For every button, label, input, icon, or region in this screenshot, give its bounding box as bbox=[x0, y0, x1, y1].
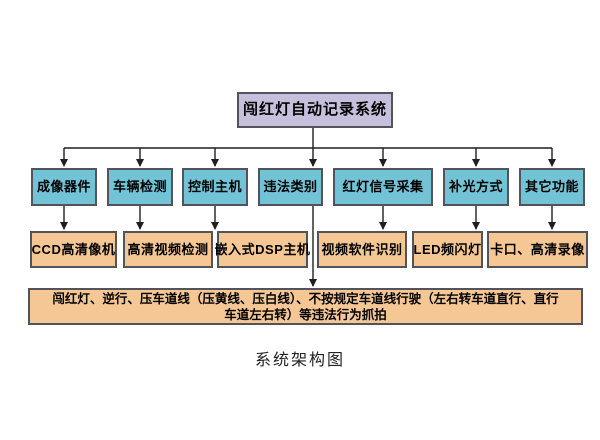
node-video-software-recognition: 视频软件识别 bbox=[317, 231, 407, 268]
node-imaging-component: 成像器件 bbox=[31, 168, 97, 206]
node-checkpoint-hd-recording: 卡口、高清录像 bbox=[487, 231, 588, 268]
node-violation-type: 违法类别 bbox=[258, 168, 323, 206]
summary-line-1: 闯红灯、逆行、压车道线（压黄线、压白线）、不按规定车道线行驶（左右转车道直行、直… bbox=[52, 291, 559, 306]
summary-line-2: 车道左右转）等违法行为抓拍 bbox=[224, 307, 387, 322]
node-embedded-dsp-host: 嵌入式DSP主机 bbox=[215, 231, 310, 268]
diagram-caption: 系统架构图 bbox=[254, 352, 345, 369]
node-control-host: 控制主机 bbox=[182, 168, 248, 206]
node-supplementary-light: 补光方式 bbox=[443, 168, 509, 206]
node-other-functions: 其它功能 bbox=[519, 168, 585, 206]
node-led-strobe-light: LED频闪灯 bbox=[412, 231, 483, 268]
node-violation-capture-summary: 闯红灯、逆行、压车道线（压黄线、压白线）、不按规定车道线行驶（左右转车道直行、直… bbox=[28, 288, 583, 325]
node-hd-video-detection: 高清视频检测 bbox=[123, 231, 213, 268]
node-ccd-hd-camera: CCD高清像机 bbox=[30, 231, 117, 268]
node-root-system: 闯红灯自动记录系统 bbox=[237, 92, 393, 128]
node-red-light-signal-capture: 红灯信号采集 bbox=[333, 168, 433, 206]
node-vehicle-detection: 车辆检测 bbox=[107, 168, 173, 206]
